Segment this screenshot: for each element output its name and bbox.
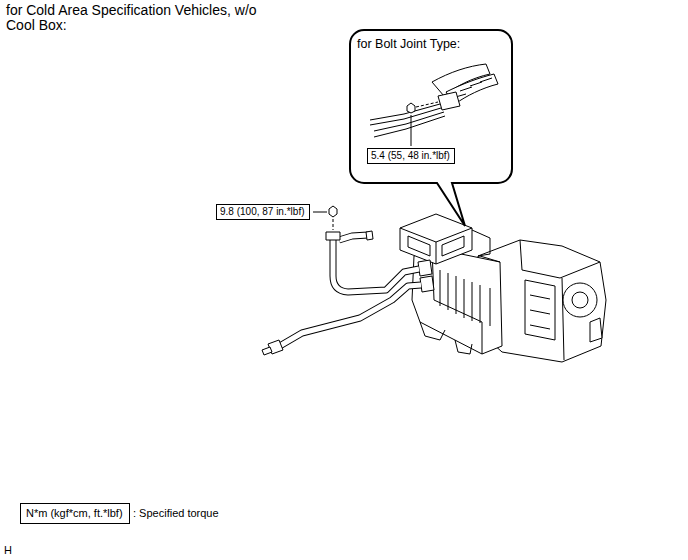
legend-entry: : Specified torque (133, 507, 219, 520)
torque-box: 9.8 (100, 87 in.*lbf) (216, 204, 310, 220)
title: for Cold Area Specification Vehicles, w/… (6, 3, 274, 33)
legend-sample-box: N*m (kgf*cm, ft.*lbf) (20, 503, 130, 524)
figure-code: H (4, 544, 12, 557)
leader-line (411, 115, 412, 146)
torque-value: 9.8 (100, 87 in.*lbf) (220, 206, 305, 218)
evaporator-case (412, 248, 502, 354)
blower-motor (563, 283, 597, 317)
callout-bubble: 5.4 (55, 48 in.*lbf) for Bolt Joint Type: (350, 30, 512, 183)
pipe-joint (418, 260, 432, 276)
callout-heading: for Bolt Joint Type: (350, 30, 512, 51)
bubble-border (350, 30, 512, 226)
nut (329, 206, 337, 217)
torque-box: 5.4 (55, 48 in.*lbf) (367, 148, 455, 164)
torque-value: 5.4 (55, 48 in.*lbf) (371, 150, 450, 162)
heater-pipes (278, 235, 421, 347)
hose-clamp (326, 232, 340, 240)
leader-line (313, 212, 327, 213)
legend-text: : Specified torque (133, 507, 219, 519)
bolt-joint-detail (370, 64, 498, 137)
torque-value: N*m (kgf*cm, ft.*lbf) (26, 507, 123, 520)
